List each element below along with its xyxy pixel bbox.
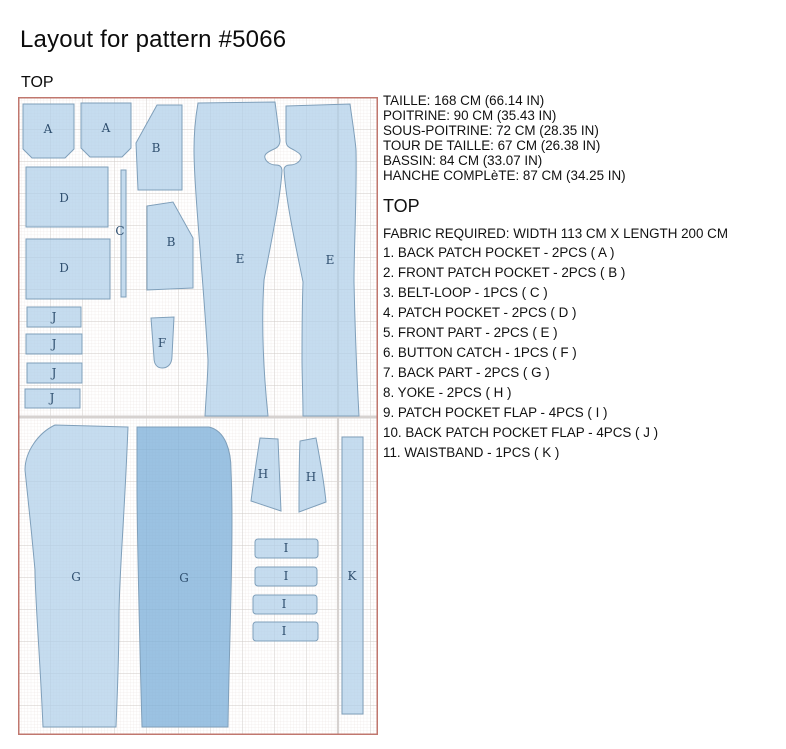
measurement-line: TAILLE: 168 CM (66.14 IN) bbox=[383, 93, 545, 108]
piece-belt-loop-C bbox=[120, 169, 127, 298]
label-G1: G bbox=[71, 570, 81, 584]
label-F: F bbox=[158, 336, 166, 350]
measurement-line: SOUS-POITRINE: 72 CM (28.35 IN) bbox=[383, 123, 599, 138]
layout-svg: A A B B C D D E E F J J J J G G H H I I bbox=[18, 97, 378, 735]
piece-list-item: 3. BELT-LOOP - 1PCS ( C ) bbox=[383, 285, 548, 300]
piece-pocket-flap-I3 bbox=[252, 594, 318, 615]
piece-back-pocket-flap-J4 bbox=[24, 388, 81, 409]
label-G2: G bbox=[179, 571, 189, 585]
piece-list-item: 1. BACK PATCH POCKET - 2PCS ( A ) bbox=[383, 245, 615, 260]
fabric-required: FABRIC REQUIRED: WIDTH 113 CM X LENGTH 2… bbox=[383, 226, 728, 241]
piece-pocket-flap-I2 bbox=[254, 566, 318, 587]
piece-list-item: 8. YOKE - 2PCS ( H ) bbox=[383, 385, 512, 400]
label-I2: I bbox=[284, 569, 289, 583]
measurement-line: HANCHE COMPLèTE: 87 CM (34.25 IN) bbox=[383, 168, 626, 183]
piece-front-patch-pocket-B2 bbox=[146, 201, 194, 291]
piece-patch-pocket-D1 bbox=[25, 166, 109, 228]
measurement-line: TOUR DE TAILLE: 67 CM (26.38 IN) bbox=[383, 138, 601, 153]
label-J1: J bbox=[50, 310, 57, 324]
label-E1: E bbox=[236, 252, 245, 266]
info-panel: TAILLE: 168 CM (66.14 IN) POITRINE: 90 C… bbox=[383, 93, 783, 463]
piece-patch-pocket-D2 bbox=[25, 238, 111, 300]
label-J4: J bbox=[48, 391, 55, 405]
piece-labels: A A B B C D D E E F J J J J G G H H I I bbox=[43, 121, 358, 638]
label-A1: A bbox=[43, 122, 53, 136]
piece-list-item: 10. BACK PATCH POCKET FLAP - 4PCS ( J ) bbox=[383, 425, 659, 440]
measurements-block: TAILLE: 168 CM (66.14 IN) POITRINE: 90 C… bbox=[383, 93, 783, 183]
piece-back-pocket-flap-J2 bbox=[25, 333, 83, 355]
piece-back-patch-pocket-A1 bbox=[22, 103, 75, 159]
label-H2: H bbox=[306, 470, 316, 484]
piece-yoke-H2 bbox=[298, 437, 327, 513]
piece-yoke-H1 bbox=[250, 437, 282, 512]
label-J3: J bbox=[50, 366, 57, 380]
piece-waistband-K bbox=[341, 436, 364, 715]
label-I4: I bbox=[282, 624, 287, 638]
piece-pocket-flap-I1 bbox=[254, 538, 319, 559]
piece-front-part-E2 bbox=[283, 103, 360, 417]
piece-back-patch-pocket-A2 bbox=[80, 102, 132, 158]
label-J2: J bbox=[50, 337, 57, 351]
details-heading: TOP bbox=[383, 196, 420, 216]
cutting-layout-diagram: A A B B C D D E E F J J J J G G H H I I bbox=[18, 97, 378, 735]
piece-list-item: 2. FRONT PATCH POCKET - 2PCS ( B ) bbox=[383, 265, 626, 280]
piece-list-item: 7. BACK PART - 2PCS ( G ) bbox=[383, 365, 550, 380]
piece-list: 1. BACK PATCH POCKET - 2PCS ( A ) 2. FRO… bbox=[383, 243, 783, 463]
piece-back-part-G2-flipped bbox=[136, 426, 233, 728]
label-I1: I bbox=[284, 541, 289, 555]
label-B1: B bbox=[152, 141, 161, 155]
piece-button-catch-F bbox=[150, 316, 175, 369]
label-D1: D bbox=[59, 191, 69, 205]
label-C: C bbox=[115, 224, 124, 238]
fabric-border bbox=[18, 97, 378, 735]
measurement-line: BASSIN: 84 CM (33.07 IN) bbox=[383, 153, 543, 168]
label-K: K bbox=[348, 569, 358, 583]
piece-list-item: 9. PATCH POCKET FLAP - 4PCS ( I ) bbox=[383, 405, 608, 420]
piece-list-item: 5. FRONT PART - 2PCS ( E ) bbox=[383, 325, 558, 340]
piece-front-patch-pocket-B1 bbox=[135, 104, 183, 191]
label-I3: I bbox=[282, 597, 287, 611]
label-H1: H bbox=[258, 467, 268, 481]
piece-list-item: 11. WAISTBAND - 1PCS ( K ) bbox=[383, 445, 560, 460]
piece-back-part-G1 bbox=[24, 424, 129, 728]
piece-pocket-flap-I4 bbox=[252, 621, 319, 642]
page-title: Layout for pattern #5066 bbox=[20, 26, 287, 53]
label-E2: E bbox=[326, 253, 335, 267]
piece-list-item: 4. PATCH POCKET - 2PCS ( D ) bbox=[383, 305, 577, 320]
piece-front-part-E1 bbox=[193, 101, 283, 417]
label-D2: D bbox=[59, 261, 69, 275]
piece-back-pocket-flap-J1 bbox=[26, 306, 82, 328]
piece-back-pocket-flap-J3 bbox=[26, 362, 83, 384]
label-B2: B bbox=[167, 235, 176, 249]
section-label: TOP bbox=[21, 74, 54, 91]
piece-list-item: 6. BUTTON CATCH - 1PCS ( F ) bbox=[383, 345, 577, 360]
measurement-line: POITRINE: 90 CM (35.43 IN) bbox=[383, 108, 557, 123]
pattern-pieces bbox=[22, 101, 364, 728]
label-A2: A bbox=[101, 121, 111, 135]
